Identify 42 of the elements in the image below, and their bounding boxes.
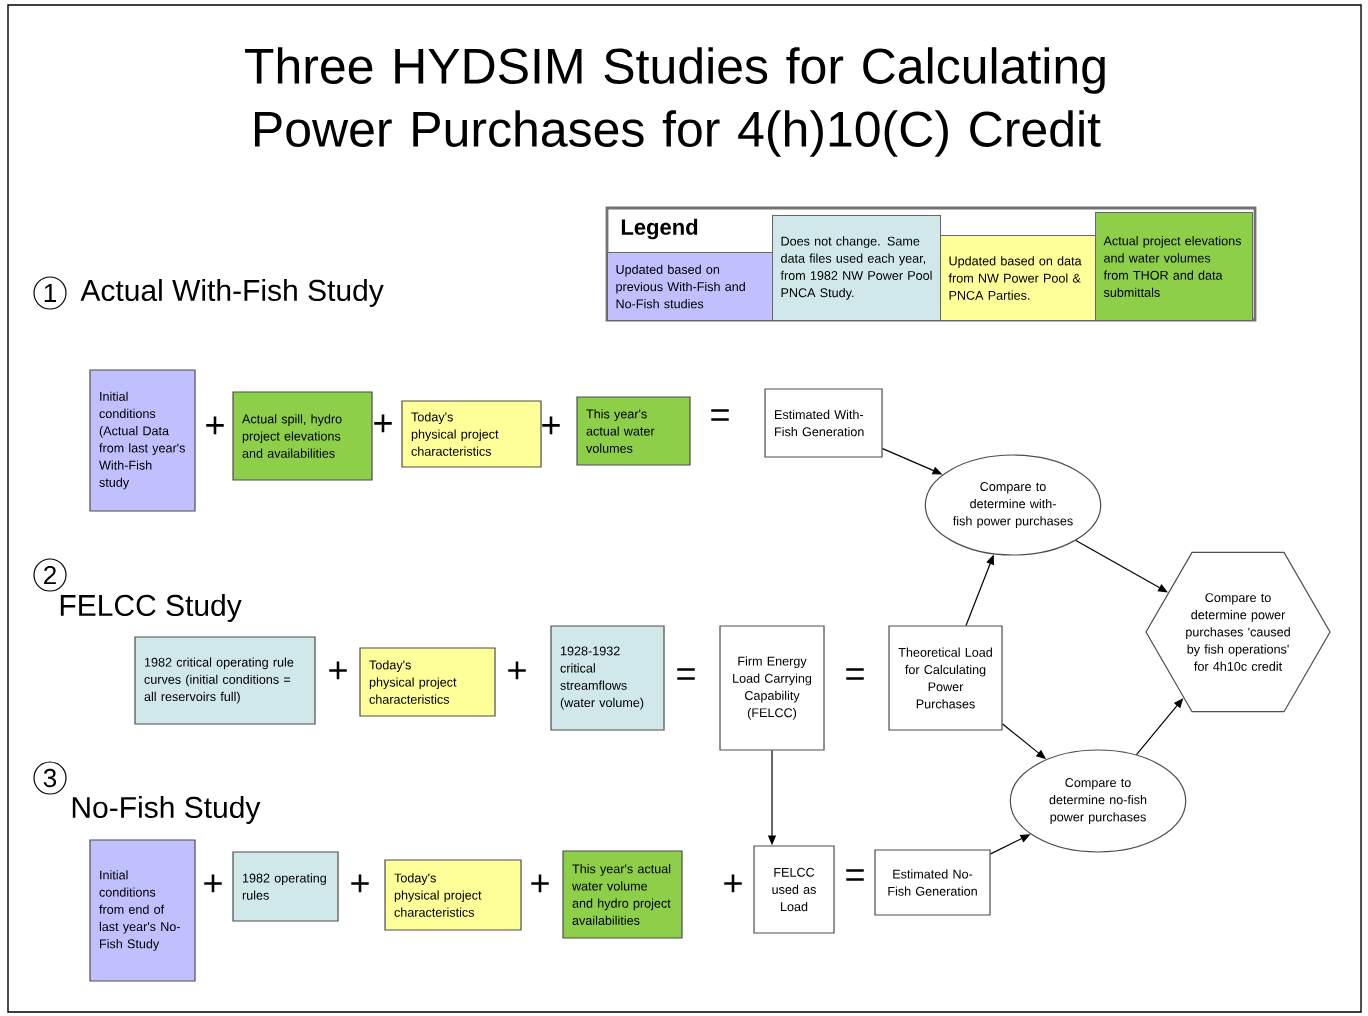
circled-number: 3 [33,761,67,795]
process-box: Estimated With-Fish Generation [764,388,883,458]
process-box: Today's physical project characteristics [384,859,522,931]
process-box: This year's actual water volume and hydro project availabilities [562,850,683,939]
process-box: 1982 operating rules [232,851,339,922]
process-box: Theoretical Load for Calculating Power Purchases [888,625,1003,731]
legend-heading: Legend [621,218,698,240]
result-hexagon: Compare to determine power purchases 'caused by fish operations' for 4h10c credit [1145,551,1331,713]
legend-entry: Does not change. Same data files used each year, from 1982 NW Power Pool PNCA Study. [772,215,941,321]
process-box: FELCC used as Load [753,845,835,934]
process-box: 1928-1932 critical streamflows (water volume) [550,625,665,731]
equals-sign: = [846,668,864,680]
legend-entry: Actual project elevations and water volumes from THOR and data submittals [1095,212,1253,321]
process-box: 1982 critical operating rule curves (initial conditions = all reservoirs full) [134,636,316,725]
plus-sign: + [206,416,224,435]
process-box: Today's physical project characteristics [359,647,496,717]
process-box: This year's actual water volumes [576,396,691,466]
plus-sign: + [531,874,549,893]
plus-sign: + [724,874,742,893]
plus-sign: + [374,414,392,433]
process-box: Firm Energy Load Carrying Capability (FELCC) [719,625,825,751]
equals-sign: = [711,409,729,421]
title: Three HYDSIM Studies for Calculating Power Purchases for 4(h)10(C) Credit [245,47,1105,157]
plus-sign: + [508,661,526,680]
equals-sign: = [846,869,864,881]
plus-sign: + [204,874,222,893]
circled-number: 2 [33,558,67,592]
section-heading: No-Fish Study [72,796,261,824]
process-box: Today's physical project characteristics [401,400,542,468]
process-box: Initial conditions from end of last year's No-Fish Study [89,839,196,982]
equals-sign: = [677,668,695,680]
legend-entry: Updated based on data from NW Power Pool & PNCA Parties. [940,235,1096,321]
circled-number: 1 [33,276,67,310]
section-heading: Actual With-Fish Study [80,279,384,307]
plus-sign: + [351,874,369,893]
process-box: Initial conditions (Actual Data from last year's With-Fish study [89,369,196,512]
process-box: Actual spill, hydro project elevations and availabilities [232,391,373,481]
plus-sign: + [329,661,347,680]
section-heading: FELCC Study [60,594,242,622]
process-box: Estimated No-Fish Generation [874,849,991,916]
plus-sign: + [542,416,560,435]
legend-entry: Updated based on previous With-Fish and No-Fish studies [607,252,773,321]
